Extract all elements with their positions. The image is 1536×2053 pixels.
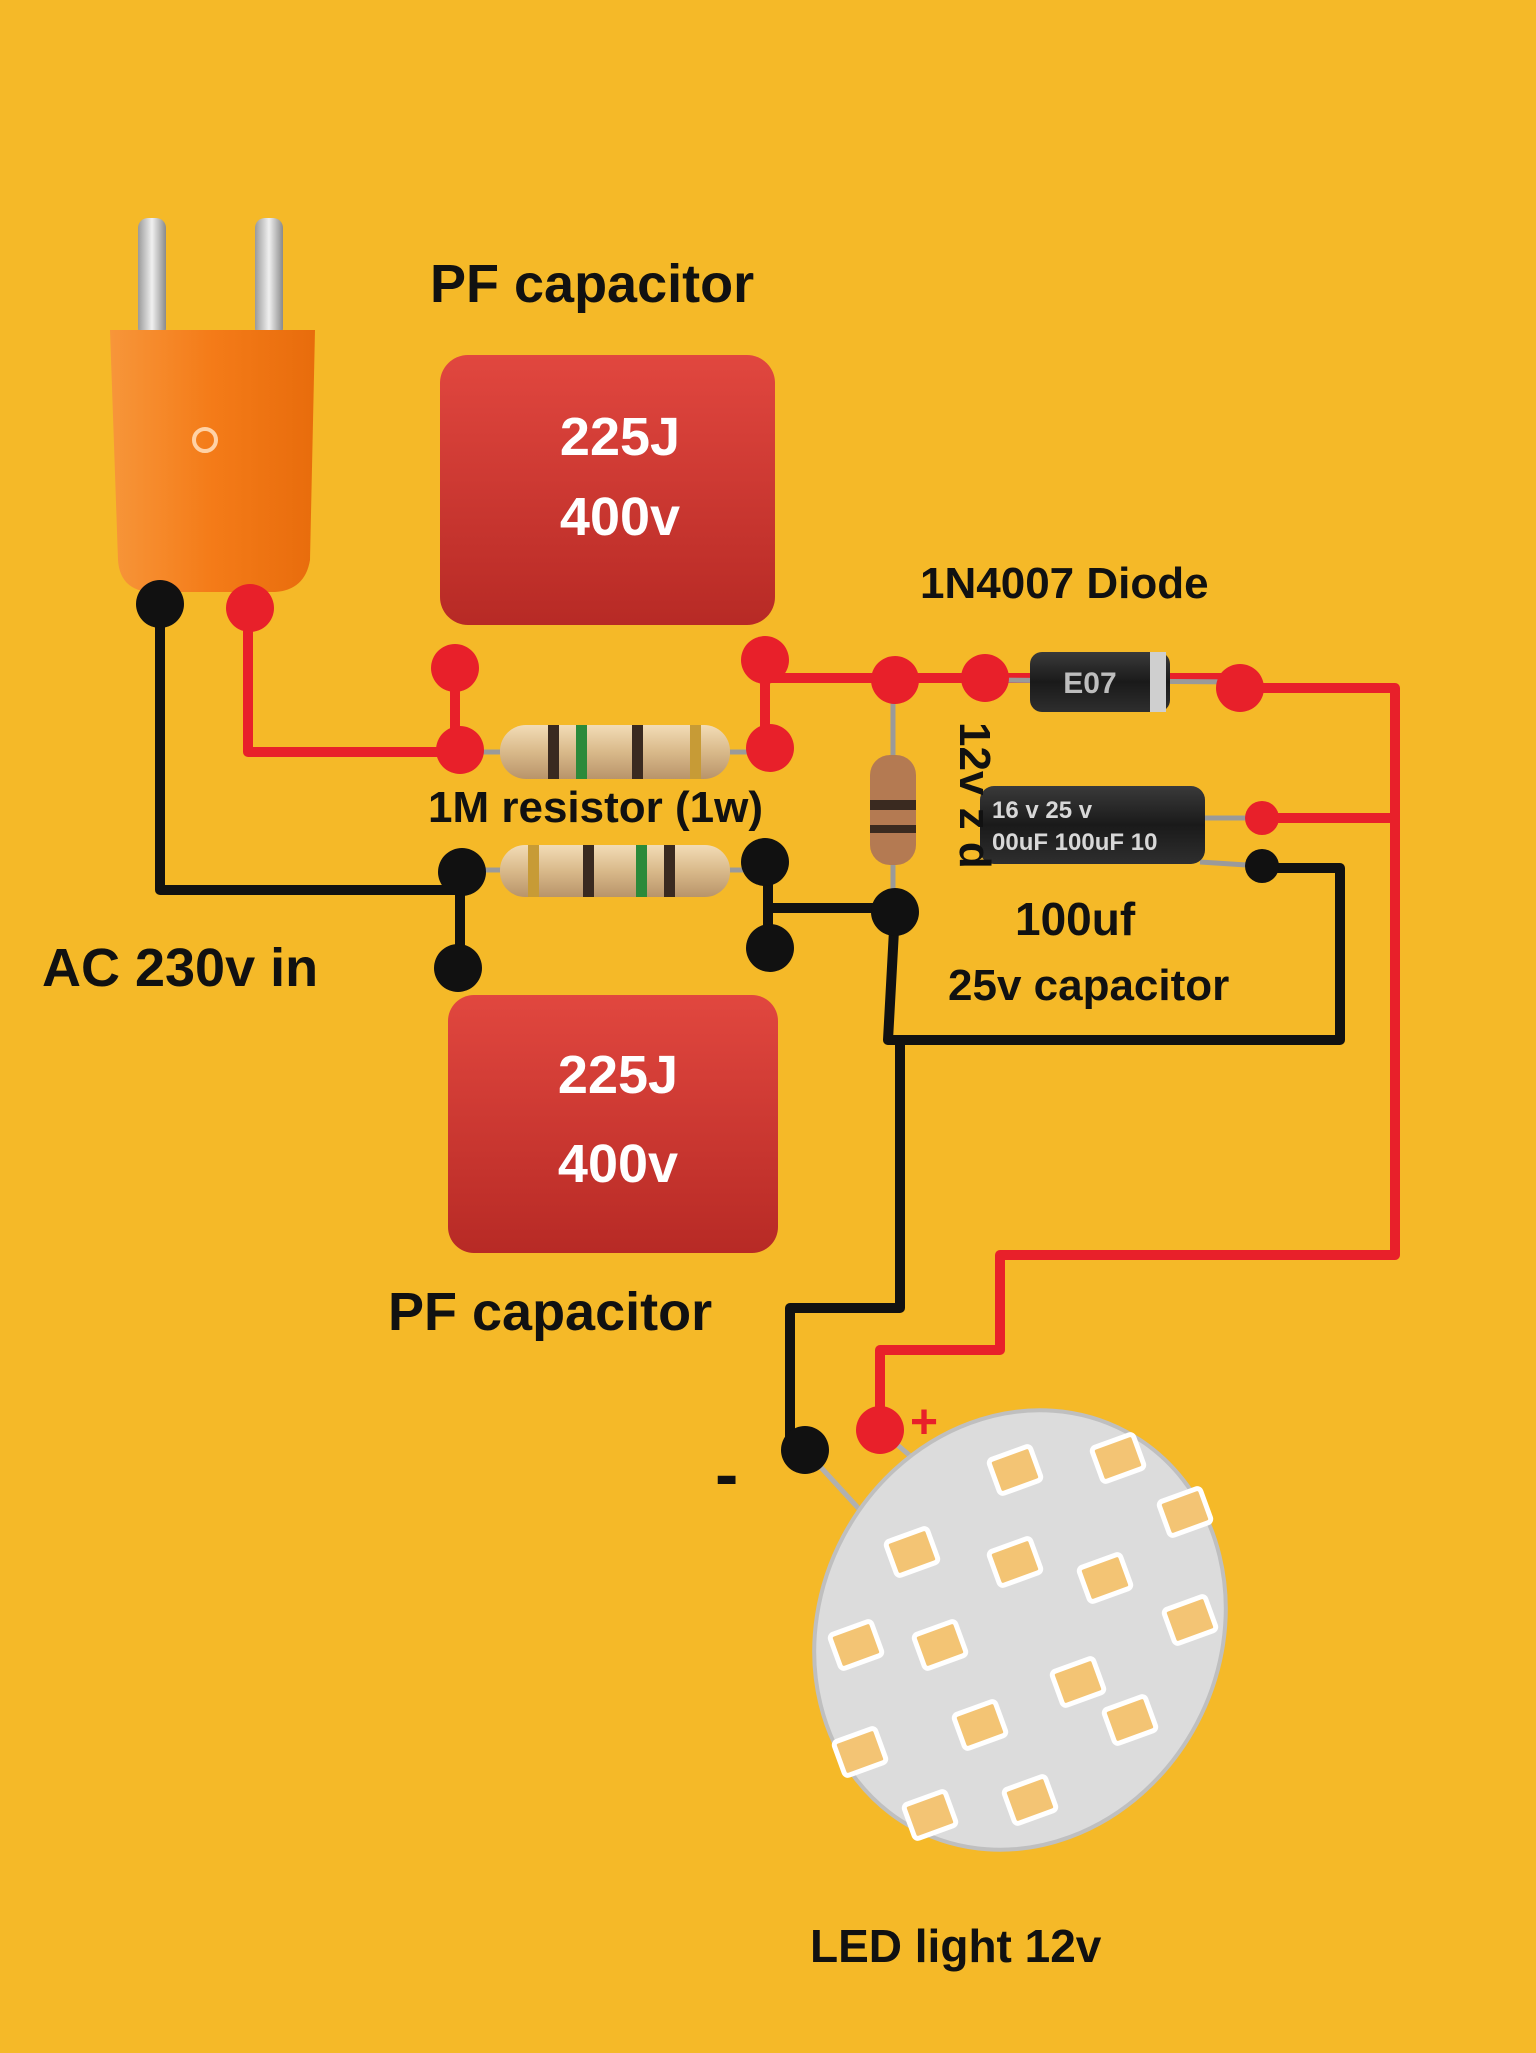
led-chip	[1161, 1594, 1219, 1646]
elec-cap-print-1: 16 v 25 v	[992, 797, 1093, 824]
junction-cap-bottom-left	[434, 944, 482, 992]
led-chip	[1156, 1486, 1214, 1538]
cap-bottom-voltage: 400v	[558, 1134, 678, 1194]
led-chip	[827, 1619, 885, 1671]
wire-plug-to-resistor-bottom	[155, 600, 460, 895]
junction-zener-top	[871, 656, 919, 704]
led-chip	[1001, 1774, 1059, 1826]
junction-cap-bottom-right	[746, 924, 794, 972]
label-pf-capacitor-bottom: PF capacitor	[388, 1282, 712, 1342]
junction-res-bottom-left	[438, 848, 486, 896]
led-chip	[883, 1526, 941, 1578]
junction-led-plus	[856, 1406, 904, 1454]
label-zener: 12v z d	[950, 722, 999, 869]
led-chips	[827, 1432, 1219, 1841]
led-chip	[1049, 1656, 1107, 1708]
junction-plug-neutral	[136, 580, 184, 628]
pf-capacitor-bottom: 225J 400v	[448, 995, 778, 1253]
resistor-top	[460, 725, 768, 779]
junction-res-top-right	[746, 724, 794, 772]
junction-diode-in	[961, 654, 1009, 702]
wire-diode-out	[875, 683, 1400, 1425]
led-chip	[1089, 1432, 1147, 1484]
cap-bottom-value: 225J	[558, 1045, 678, 1105]
led-chip	[901, 1789, 959, 1841]
plug-pin-right	[255, 218, 283, 338]
label-pf-capacitor-top: PF capacitor	[430, 254, 754, 314]
diode-1n4007: E07	[984, 652, 1241, 712]
label-minus: -	[715, 1435, 738, 1513]
junction-elec-minus	[1245, 849, 1279, 883]
label-diode: 1N4007 Diode	[920, 559, 1209, 608]
plug-pin-left	[138, 218, 166, 338]
label-elec-cap-value: 100uf	[1015, 893, 1136, 945]
led-chip	[1101, 1694, 1159, 1746]
led-chip	[986, 1536, 1044, 1588]
diode-marking: E07	[1063, 667, 1116, 700]
junction-elec-plus	[1245, 801, 1279, 835]
junction-diode-out	[1216, 664, 1264, 712]
plug-screw	[192, 427, 218, 453]
junction-cap-top-left	[431, 644, 479, 692]
junction-res-top-left	[436, 726, 484, 774]
wire-plug-to-resistor-top	[243, 610, 460, 757]
junctions-black	[136, 580, 1279, 1474]
label-elec-cap-rating: 25v capacitor	[948, 961, 1229, 1010]
junction-plug-live	[226, 584, 274, 632]
led-chip	[951, 1699, 1009, 1751]
junction-res-bottom-right	[741, 838, 789, 886]
resistor-bottom	[460, 845, 768, 897]
led-board	[803, 1408, 1228, 1852]
junction-zener-bottom	[871, 888, 919, 936]
zener-diode	[870, 688, 916, 905]
label-ac-input: AC 230v in	[42, 938, 318, 998]
led-chip	[831, 1726, 889, 1778]
label-led: LED light 12v	[810, 1920, 1102, 1972]
cap-top-value: 225J	[560, 407, 680, 467]
elec-cap-print-2: 00uF 100uF 10	[992, 829, 1157, 856]
led-chip	[1076, 1552, 1134, 1604]
wire-ground-bus	[883, 863, 1345, 1045]
cap-top-voltage: 400v	[560, 487, 680, 547]
junction-led-minus	[781, 1426, 829, 1474]
label-plus: +	[910, 1396, 938, 1449]
electrolytic-capacitor: 16 v 25 v 00uF 100uF 10	[980, 786, 1263, 869]
led-chip	[986, 1444, 1044, 1496]
label-resistor: 1M resistor (1w)	[428, 783, 763, 832]
junctions-red	[226, 584, 1279, 1454]
ac-plug	[110, 218, 315, 592]
pf-capacitor-top: 225J 400v	[440, 355, 775, 625]
junction-cap-top-right	[741, 636, 789, 684]
plug-body	[110, 330, 315, 592]
led-chip	[911, 1619, 969, 1671]
